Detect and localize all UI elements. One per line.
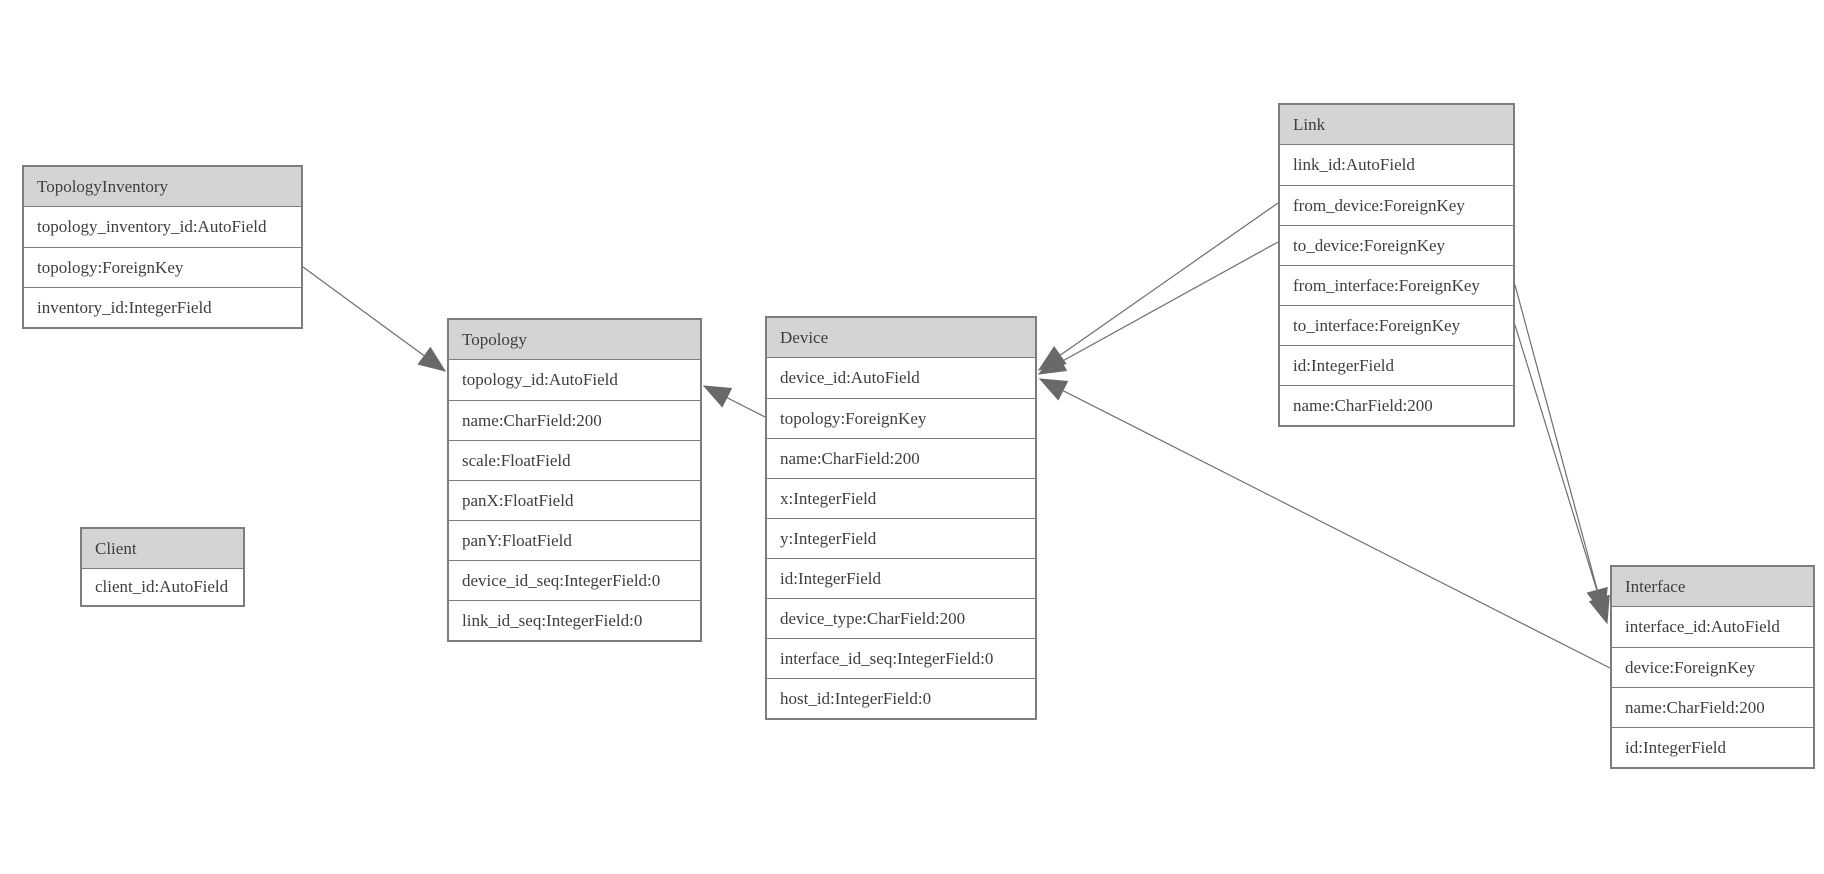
- field-row: client_id:AutoField: [82, 569, 243, 605]
- entity-link[interactable]: Link link_id:AutoField from_device:Forei…: [1278, 103, 1515, 427]
- field-row: topology_id:AutoField: [449, 360, 700, 400]
- field-row: device_id_seq:IntegerField:0: [449, 560, 700, 600]
- entity-client[interactable]: Client client_id:AutoField: [80, 527, 245, 607]
- field-row: x:IntegerField: [767, 478, 1035, 518]
- field-row: link_id_seq:IntegerField:0: [449, 600, 700, 640]
- entity-title: Topology: [449, 320, 700, 360]
- entity-title: TopologyInventory: [24, 167, 301, 207]
- field-row: device_id:AutoField: [767, 358, 1035, 398]
- field-row: topology:ForeignKey: [767, 398, 1035, 438]
- field-row: name:CharField:200: [1280, 385, 1513, 425]
- entity-title: Client: [82, 529, 243, 569]
- field-row: device:ForeignKey: [1612, 647, 1813, 687]
- field-row: host_id:IntegerField:0: [767, 678, 1035, 718]
- relationship-link-todevice-device: [1037, 241, 1279, 375]
- field-row: to_interface:ForeignKey: [1280, 305, 1513, 345]
- relationship-topologyinventory-topology: [302, 266, 447, 372]
- entity-topology-inventory[interactable]: TopologyInventory topology_inventory_id:…: [22, 165, 303, 329]
- field-row: device_type:CharField:200: [767, 598, 1035, 638]
- entity-title: Link: [1280, 105, 1513, 145]
- entity-title: Device: [767, 318, 1035, 358]
- relationship-link-fromdevice-device: [1037, 202, 1279, 371]
- field-row: name:CharField:200: [767, 438, 1035, 478]
- entity-device[interactable]: Device device_id:AutoField topology:Fore…: [765, 316, 1037, 720]
- field-row: from_interface:ForeignKey: [1280, 265, 1513, 305]
- field-row: interface_id:AutoField: [1612, 607, 1813, 647]
- field-row: y:IntegerField: [767, 518, 1035, 558]
- field-row: panX:FloatField: [449, 480, 700, 520]
- field-row: interface_id_seq:IntegerField:0: [767, 638, 1035, 678]
- field-row: id:IntegerField: [1612, 727, 1813, 767]
- field-row: name:CharField:200: [1612, 687, 1813, 727]
- relationship-link-tointerface-interface: [1514, 324, 1610, 625]
- field-row: id:IntegerField: [767, 558, 1035, 598]
- field-row: panY:FloatField: [449, 520, 700, 560]
- relationship-device-topology: [702, 385, 766, 418]
- entity-interface[interactable]: Interface interface_id:AutoField device:…: [1610, 565, 1815, 769]
- relationship-interface-device: [1038, 378, 1611, 669]
- field-row: link_id:AutoField: [1280, 145, 1513, 185]
- entity-topology[interactable]: Topology topology_id:AutoField name:Char…: [447, 318, 702, 642]
- field-row: topology_inventory_id:AutoField: [24, 207, 301, 247]
- field-row: name:CharField:200: [449, 400, 700, 440]
- field-row: from_device:ForeignKey: [1280, 185, 1513, 225]
- field-row: id:IntegerField: [1280, 345, 1513, 385]
- field-row: to_device:ForeignKey: [1280, 225, 1513, 265]
- relationship-link-frominterface-interface: [1514, 284, 1608, 617]
- field-row: inventory_id:IntegerField: [24, 287, 301, 327]
- field-row: scale:FloatField: [449, 440, 700, 480]
- entity-title: Interface: [1612, 567, 1813, 607]
- field-row: topology:ForeignKey: [24, 247, 301, 287]
